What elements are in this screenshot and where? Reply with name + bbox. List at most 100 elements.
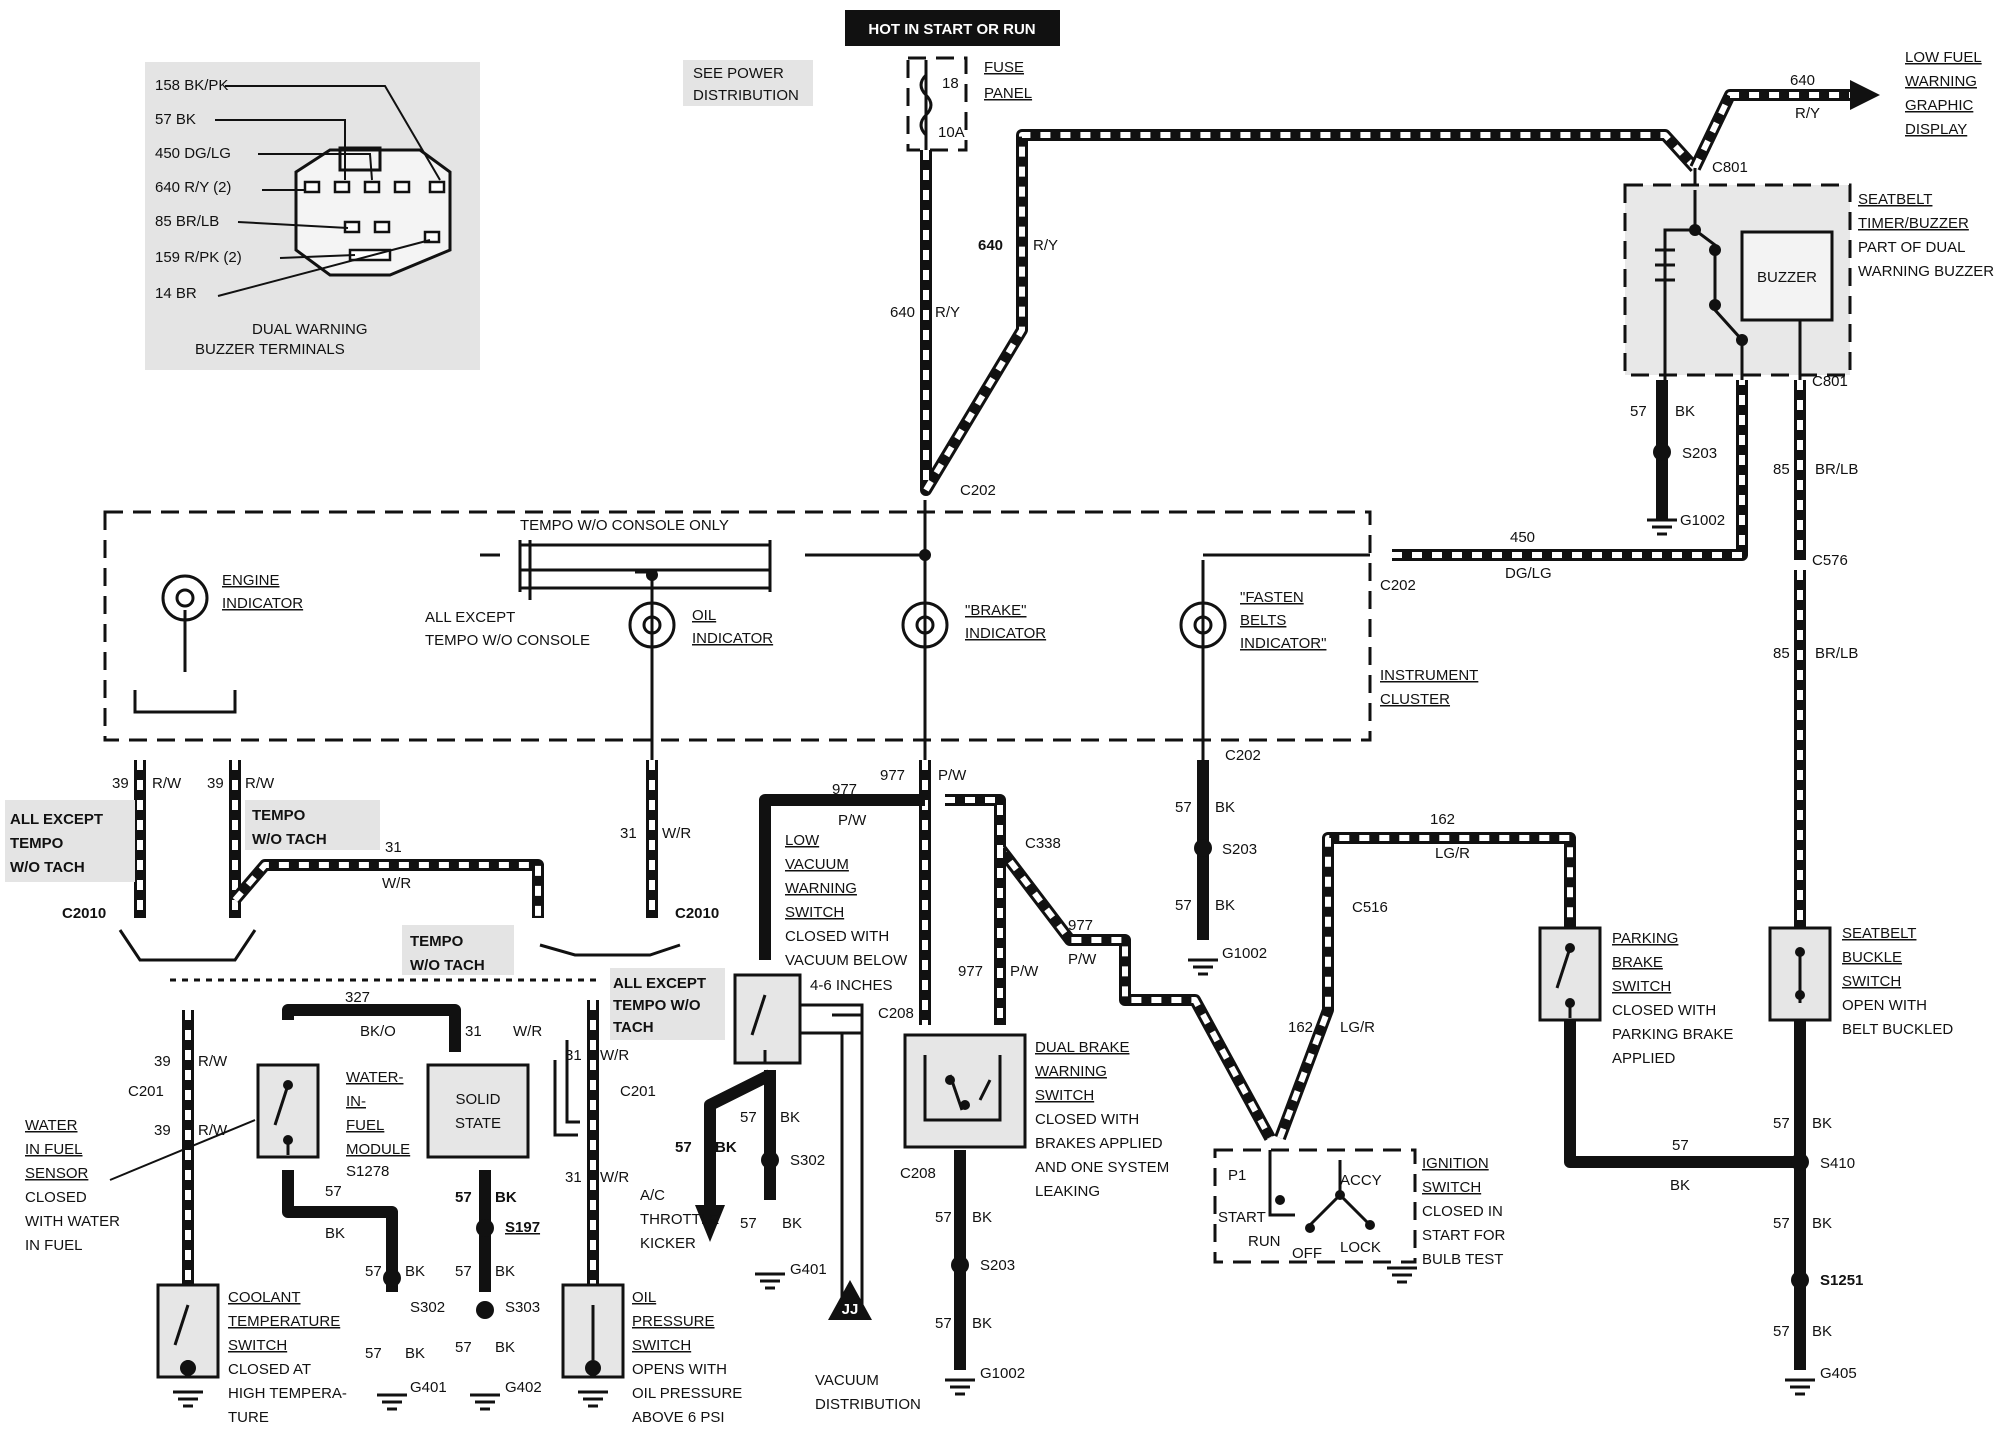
wire-label: BK [1812, 1323, 1832, 1340]
wire-label: 640 [890, 304, 915, 321]
water-in-fuel-module-label: WATER- IN- FUEL MODULE [346, 1069, 410, 1158]
s203c: S203 [980, 1257, 1015, 1274]
svg-text:CLOSED AT: CLOSED AT [228, 1361, 311, 1378]
inset-wire-1: 158 BK/PK [155, 77, 228, 94]
svg-text:CLOSED: CLOSED [25, 1189, 87, 1206]
wire-label: 39 [154, 1053, 171, 1070]
c2010-left: C2010 [62, 905, 106, 922]
svg-text:TEMPERATURE: TEMPERATURE [228, 1313, 340, 1330]
oil-indicator: OIL INDICATOR [628, 601, 773, 649]
svg-text:BELTS: BELTS [1240, 612, 1286, 629]
svg-text:INDICATOR: INDICATOR [965, 625, 1046, 642]
g402: G402 [505, 1379, 542, 1396]
svg-text:CLOSED WITH: CLOSED WITH [1035, 1111, 1139, 1128]
wire-label: R/W [198, 1053, 228, 1070]
svg-text:SWITCH: SWITCH [1035, 1087, 1094, 1104]
see-power-2: DISTRIBUTION [693, 87, 799, 104]
c801-top: C801 [1712, 159, 1748, 176]
wire-label: BK [1215, 799, 1235, 816]
c208-top: C208 [878, 1005, 914, 1022]
wire-label: 57 [1773, 1115, 1790, 1132]
instrument-cluster-label-1: INSTRUMENT [1380, 667, 1478, 684]
svg-text:SWITCH: SWITCH [228, 1337, 287, 1354]
seatbelt-timer-label: SEATBELT TIMER/BUZZER PART OF DUAL WARNI… [1858, 191, 1994, 280]
wire-label: BK [782, 1215, 802, 1232]
svg-text:SWITCH: SWITCH [632, 1337, 691, 1354]
s303: S303 [505, 1299, 540, 1316]
svg-text:GRAPHIC: GRAPHIC [1905, 97, 1974, 114]
svg-text:ABOVE 6 PSI: ABOVE 6 PSI [632, 1409, 725, 1426]
svg-text:A/C: A/C [640, 1187, 665, 1204]
svg-text:BRAKES APPLIED: BRAKES APPLIED [1035, 1135, 1163, 1152]
wire-977-pw [759, 760, 1276, 1141]
note-all-except-tach: ALL EXCEPT [10, 811, 103, 828]
g1002a: G1002 [1680, 512, 1725, 529]
svg-text:RUN: RUN [1248, 1233, 1281, 1250]
wire-162-lgr [1274, 832, 1576, 1141]
see-power-bg [683, 60, 813, 106]
seatbelt-buckle-switch: SEATBELT BUCKLE SWITCH OPEN WITH BELT BU… [1768, 925, 1953, 1038]
parking-brake-switch: PARKING BRAKE SWITCH CLOSED WITH PARKING… [1538, 926, 1733, 1067]
wire-label: DG/LG [1505, 565, 1552, 582]
wire-label: 977 [958, 963, 983, 980]
svg-text:OPEN WITH: OPEN WITH [1842, 997, 1927, 1014]
svg-text:DISTRIBUTION: DISTRIBUTION [815, 1396, 921, 1413]
see-power-1: SEE POWER [693, 65, 784, 82]
ac-kicker-arrow [695, 1205, 725, 1242]
wire-label: 57 [1773, 1323, 1790, 1340]
instrument-cluster-box [103, 510, 1372, 742]
coolant-temperature-switch: COOLANT TEMPERATURE SWITCH CLOSED AT HIG… [156, 1283, 347, 1426]
svg-text:APPLIED: APPLIED [1612, 1050, 1676, 1067]
svg-text:W/O TACH: W/O TACH [410, 957, 485, 974]
svg-text:P1: P1 [1228, 1167, 1246, 1184]
brake-indicator: "BRAKE" INDICATOR [901, 601, 1046, 649]
low-vacuum-warning-switch: LOW VACUUM WARNING SWITCH CLOSED WITH VA… [733, 832, 908, 1065]
wire-label: BK/O [360, 1023, 396, 1040]
svg-text:FUEL: FUEL [346, 1117, 384, 1134]
s1251: S1251 [1820, 1272, 1863, 1289]
svg-text:CLOSED WITH: CLOSED WITH [785, 928, 889, 945]
wire-label: BK [1812, 1115, 1832, 1132]
svg-text:CLOSED IN: CLOSED IN [1422, 1203, 1503, 1220]
c576: C576 [1812, 552, 1848, 569]
wire-label: R/Y [935, 304, 960, 321]
note-tempo-tach-a: TEMPO [252, 807, 306, 824]
svg-text:IN FUEL: IN FUEL [25, 1237, 83, 1254]
wire-label: BK [1215, 897, 1235, 914]
g1002c: G1002 [980, 1365, 1025, 1382]
wire-label: P/W [938, 767, 967, 784]
wire-label: BR/LB [1815, 645, 1858, 662]
wire-label: BK [1812, 1215, 1832, 1232]
svg-text:W/O TACH: W/O TACH [10, 859, 85, 876]
svg-text:WATER: WATER [25, 1117, 78, 1134]
wire-label: 39 [207, 775, 224, 792]
wire-label: 57 [455, 1263, 472, 1280]
svg-text:ACCY: ACCY [1340, 1172, 1382, 1189]
c2010-right: C2010 [675, 905, 719, 922]
svg-text:VACUUM BELOW: VACUUM BELOW [785, 952, 908, 969]
wire-label: BK [780, 1109, 800, 1126]
water-in-fuel-sensor: WATER IN FUEL SENSOR CLOSED WITH WATER I… [25, 1063, 320, 1254]
svg-text:AND ONE SYSTEM: AND ONE SYSTEM [1035, 1159, 1169, 1176]
inset-wire-6: 159 R/PK (2) [155, 249, 242, 266]
wire-label: 57 [455, 1189, 472, 1206]
wire-label: 57 [935, 1209, 952, 1226]
svg-text:OPENS WITH: OPENS WITH [632, 1361, 727, 1378]
wire-label: W/R [600, 1169, 629, 1186]
note-all-except-tach-right: ALL EXCEPT [613, 975, 706, 992]
wire-label: BK [325, 1225, 345, 1242]
svg-text:OIL PRESSURE: OIL PRESSURE [632, 1385, 742, 1402]
svg-text:IN FUEL: IN FUEL [25, 1141, 83, 1158]
wire-label: LG/R [1435, 845, 1470, 862]
g1002b: G1002 [1222, 945, 1267, 962]
wire-label: 31 [565, 1169, 582, 1186]
svg-text:LOW FUEL: LOW FUEL [1905, 49, 1982, 66]
wire-label: 31 [385, 839, 402, 856]
wire-label: 31 [465, 1023, 482, 1040]
svg-text:DISPLAY: DISPLAY [1905, 121, 1967, 138]
tempo-console-only: TEMPO W/O CONSOLE ONLY [520, 517, 729, 534]
svg-text:HIGH TEMPERA-: HIGH TEMPERA- [228, 1385, 347, 1402]
svg-text:DUAL BRAKE: DUAL BRAKE [1035, 1039, 1129, 1056]
inset-wire-3: 450 DG/LG [155, 145, 231, 162]
